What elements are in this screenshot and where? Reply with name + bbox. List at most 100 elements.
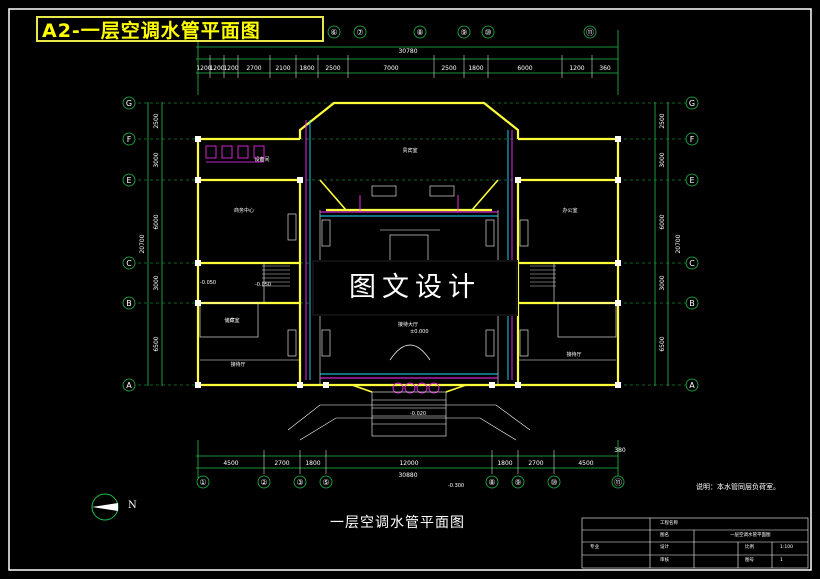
column-axis-bubbles bbox=[191, 25, 625, 489]
column-axis-label: ⑥ bbox=[330, 28, 337, 37]
row-axis-label: F bbox=[690, 135, 695, 144]
left-dimension-value: 3000 bbox=[153, 152, 160, 167]
top-dim-ticks bbox=[209, 55, 593, 78]
north-label: N bbox=[128, 500, 137, 511]
top-dimension-value: 1200 bbox=[569, 65, 584, 72]
title-block-drawing-name: 一层空调水管平面图 bbox=[730, 533, 771, 538]
row-axis-label: C bbox=[126, 259, 132, 268]
row-axis-label: C bbox=[689, 259, 695, 268]
title-block-drawing-label: 图名 bbox=[660, 533, 669, 538]
drawing-title: 一层空调水管平面图 bbox=[330, 515, 465, 531]
right-total-dimension: 20700 bbox=[675, 234, 682, 253]
title-block-scale-label: 比例 bbox=[745, 545, 754, 550]
toilet-fixtures bbox=[205, 145, 265, 163]
top-dimension-value: 360 bbox=[599, 65, 611, 72]
top-dimension-value: 1200 bbox=[196, 65, 211, 72]
room-label-storage: 储藏室 bbox=[224, 317, 239, 324]
room-labels: 贵宾室商务中心设备间接待大厅接待厅办公室接待厅储藏室-0.050-0.050±0… bbox=[200, 147, 582, 489]
entrance-doors bbox=[392, 382, 440, 394]
elevation-label: -0.050 bbox=[255, 282, 271, 288]
watermark: 图文设计 bbox=[314, 262, 516, 314]
left-dimension-value: 2500 bbox=[153, 113, 160, 128]
row-axis-label: G bbox=[126, 99, 132, 108]
left-dimension-value: 6500 bbox=[153, 336, 160, 351]
row-axis-label: B bbox=[126, 299, 132, 308]
top-dimension-value: 7000 bbox=[383, 65, 398, 72]
column-axis-label: ⑧ bbox=[416, 28, 423, 37]
title-block-design: 设计 bbox=[660, 545, 669, 550]
bottom-total-dimension: 30880 bbox=[398, 472, 417, 479]
column-axis-label: ③ bbox=[296, 478, 303, 487]
top-total-dimension: 30780 bbox=[398, 48, 417, 55]
bottom-dimension-value: 4500 bbox=[578, 460, 593, 467]
row-axis-label: B bbox=[689, 299, 695, 308]
right-dimension-value: 3000 bbox=[659, 152, 666, 167]
bottom-dimension-value: 2700 bbox=[528, 460, 543, 467]
north-arrow-symbol bbox=[91, 493, 119, 521]
column-axis-label: ⑪ bbox=[586, 28, 594, 37]
room-label-business: 商务中心 bbox=[234, 207, 254, 214]
sheet-border bbox=[8, 8, 812, 571]
hvac-pipes bbox=[305, 120, 513, 380]
bottom-dimension-value: 12000 bbox=[399, 460, 418, 467]
elevation-label: -0.050 bbox=[200, 280, 216, 286]
top-dimension-value: 1200 bbox=[223, 65, 238, 72]
bottom-dim-ticks bbox=[263, 450, 555, 474]
top-dimension-value: 2500 bbox=[325, 65, 340, 72]
column-axis-label: ⑨ bbox=[514, 478, 521, 487]
row-axis-label: E bbox=[689, 176, 694, 185]
grid-lines bbox=[138, 102, 690, 386]
right-dimension-value: 6000 bbox=[659, 214, 666, 229]
right-dimension-value: 3000 bbox=[659, 275, 666, 290]
column-axis-label: ⑩ bbox=[550, 478, 557, 487]
room-label-hall: 接待厅 bbox=[566, 351, 581, 358]
left-total-dimension: 20700 bbox=[139, 234, 146, 253]
entrance-canopy bbox=[287, 391, 531, 441]
fan-coil-units bbox=[287, 185, 529, 357]
stairs bbox=[262, 265, 556, 287]
title-block-frame bbox=[581, 517, 809, 569]
bottom-dimension-lines bbox=[196, 440, 619, 480]
title-block-check: 审核 bbox=[660, 558, 669, 563]
row-axis-label: G bbox=[689, 99, 695, 108]
structural-columns bbox=[195, 136, 621, 388]
row-axis-label: E bbox=[126, 176, 131, 185]
title-block-scale: 1:100 bbox=[780, 545, 793, 550]
room-label-vip: 贵宾室 bbox=[402, 147, 417, 154]
column-axis-label: ⑤ bbox=[322, 478, 329, 487]
bottom-dimension-value: 4500 bbox=[223, 460, 238, 467]
elevation-label: -0.020 bbox=[410, 411, 426, 417]
left-dimension-value: 3000 bbox=[153, 275, 160, 290]
room-label-office: 办公室 bbox=[562, 207, 577, 214]
entrance-walls bbox=[319, 179, 499, 393]
right-dimension-value: 6500 bbox=[659, 336, 666, 351]
top-dimension-value: 2500 bbox=[441, 65, 456, 72]
column-axis-label: ① bbox=[199, 478, 206, 487]
right-dimension-value: 2500 bbox=[659, 113, 666, 128]
title-block-sheet-label: 图号 bbox=[745, 558, 754, 563]
bottom-dimension-value: 1800 bbox=[497, 460, 512, 467]
bottom-dimension-value: 1800 bbox=[305, 460, 320, 467]
drawing-note: 说明：本水管同层负荷室。 bbox=[696, 483, 780, 491]
title-block-discipline: 专业 bbox=[590, 545, 599, 550]
column-axis-label: ⑧ bbox=[488, 478, 495, 487]
column-axis-label: ⑦ bbox=[356, 28, 363, 37]
column-axis-label: ⑨ bbox=[460, 28, 467, 37]
bottom-end-dimension: 380 bbox=[614, 447, 626, 454]
column-axis-label: ② bbox=[260, 478, 267, 487]
elevation-label: -0.300 bbox=[448, 483, 464, 489]
title-block-sheet: 1 bbox=[780, 558, 783, 563]
column-axis-label: ⑩ bbox=[484, 28, 491, 37]
column-axis-label: ⑪ bbox=[614, 478, 622, 487]
row-axis-label: A bbox=[689, 381, 695, 390]
room-label-equipment: 设备间 bbox=[254, 156, 269, 163]
top-dimension-value: 1200 bbox=[209, 65, 224, 72]
row-axis-bubbles bbox=[122, 96, 699, 392]
building-walls bbox=[196, 101, 620, 387]
top-dimension-value: 1800 bbox=[468, 65, 483, 72]
row-axis-label: F bbox=[127, 135, 132, 144]
lobby-arch bbox=[389, 344, 431, 361]
top-dimension-value: 6000 bbox=[517, 65, 532, 72]
top-dimension-value: 2700 bbox=[246, 65, 261, 72]
